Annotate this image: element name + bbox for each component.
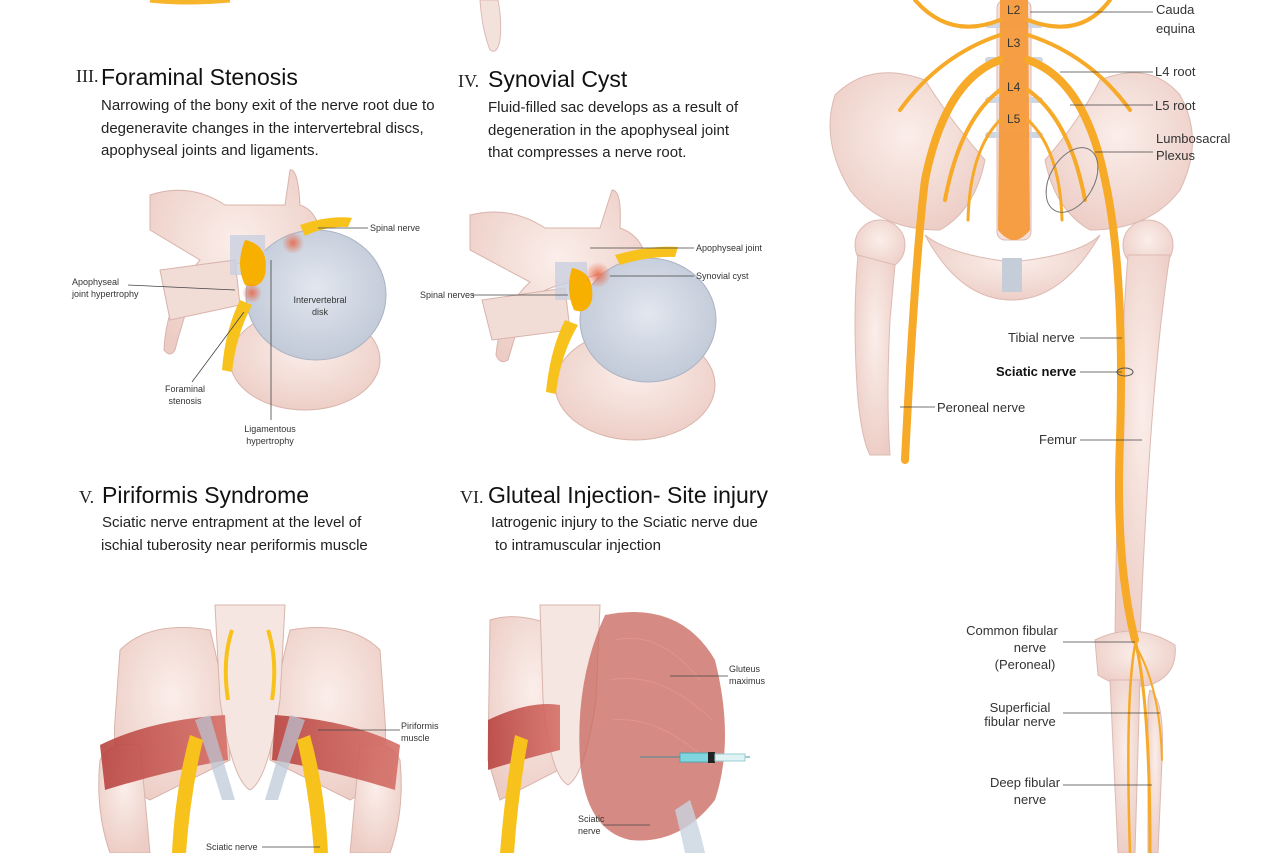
label-line: Foraminal bbox=[164, 384, 205, 394]
section-title: Foraminal Stenosis bbox=[101, 64, 298, 90]
label-peroneal-nerve: Peroneal nerve bbox=[937, 400, 1026, 415]
label-femur: Femur bbox=[1039, 432, 1077, 447]
label-line: Superficial bbox=[989, 700, 1051, 715]
label-line: maximus bbox=[729, 676, 766, 686]
label-deep-fibular-nerve: Deep fibular nerve bbox=[980, 774, 1070, 808]
label-line: Piriformis bbox=[401, 721, 439, 731]
label-spinal-nerves: Spinal nerves bbox=[420, 290, 475, 300]
label-line: equina bbox=[1156, 21, 1196, 36]
label-line: muscle bbox=[401, 733, 430, 743]
label-line: Plexus bbox=[1156, 148, 1196, 163]
label-line: Intervertebral bbox=[293, 295, 347, 305]
description-line: Iatrogenic injury to the Sciatic nerve d… bbox=[491, 514, 758, 531]
label-synovial-cyst: Synovial cyst bbox=[696, 271, 749, 281]
top-stub-vertebra bbox=[479, 0, 502, 52]
description-line: apophyseal joints and ligaments. bbox=[101, 142, 319, 159]
label-line: Deep fibular bbox=[989, 775, 1061, 790]
foraminal-stenosis-diagram bbox=[149, 169, 387, 411]
label-l5: L5 bbox=[1007, 112, 1021, 126]
section-description: Narrowing of the bony exit of the nerve … bbox=[101, 95, 435, 163]
label-line: Lumbosacral bbox=[1156, 131, 1231, 146]
section-description: Sciatic nerve entrapment at the level of… bbox=[101, 512, 368, 557]
label-line: hypertrophy bbox=[246, 436, 294, 446]
description-line: Fluid-filled sac develops as a result of bbox=[488, 99, 739, 116]
synovial-cyst-diagram bbox=[469, 189, 717, 441]
label-common-fibular-nerve: Common fibular nerve (Peroneal) bbox=[957, 622, 1067, 673]
description-line: degeneration in the apophyseal joint bbox=[488, 121, 730, 139]
label-tibial-nerve: Tibial nerve bbox=[1008, 330, 1075, 345]
section-numeral: III. bbox=[76, 66, 99, 86]
label-gluteus-maximus: Gluteus maximus bbox=[729, 663, 765, 687]
label-superficial-fibular-nerve: Superficial fibular nerve bbox=[975, 701, 1065, 729]
label-line: fibular nerve bbox=[984, 714, 1056, 729]
syringe-icon bbox=[640, 752, 750, 763]
section-title: Gluteal Injection- Site injury bbox=[488, 482, 768, 508]
label-line: Ligamentous bbox=[244, 424, 296, 434]
lumbosacral-nerves bbox=[898, 0, 1163, 853]
piriformis-diagram bbox=[98, 604, 402, 853]
section-description: Iatrogenic injury to the Sciatic nerve d… bbox=[491, 512, 758, 557]
label-l4-root: L4 root bbox=[1155, 64, 1196, 79]
label-line: nerve bbox=[1013, 640, 1047, 655]
section-numeral: VI. bbox=[460, 487, 484, 507]
label-line: nerve bbox=[1013, 792, 1047, 807]
label-sciatic-nerve: Sciatic nerve bbox=[996, 364, 1077, 379]
label-l4: L4 bbox=[1007, 80, 1021, 94]
description-line: to intramuscular injection bbox=[495, 536, 661, 554]
label-lumbosacral-plexus: Lumbosacral Plexus bbox=[1156, 130, 1230, 164]
description-line: Sciatic nerve entrapment at the level of bbox=[102, 514, 362, 531]
gluteal-injection-diagram bbox=[487, 604, 750, 853]
label-sciatic-nerve: Sciatic nerve bbox=[578, 813, 605, 837]
description-line: degeneravite changes in the intervertebr… bbox=[101, 119, 424, 137]
label-line: Gluteus bbox=[729, 664, 761, 674]
description-line: ischial tuberosity near periformis muscl… bbox=[101, 536, 368, 554]
label-line: (Peroneal) bbox=[994, 657, 1056, 672]
label-piriformis-muscle: Piriformis muscle bbox=[401, 720, 439, 744]
label-l3: L3 bbox=[1007, 36, 1021, 50]
label-cauda-equina: Cauda equina bbox=[1156, 0, 1195, 38]
label-spinal-nerve: Spinal nerve bbox=[370, 223, 421, 233]
label-ligamentous-hypertrophy: Ligamentous hypertrophy bbox=[235, 423, 305, 447]
section-description: Fluid-filled sac develops as a result of… bbox=[488, 97, 738, 165]
label-line: joint hypertrophy bbox=[72, 289, 139, 299]
section-title: Synovial Cyst bbox=[488, 66, 628, 92]
leader-lines bbox=[127, 11, 1160, 848]
label-l2: L2 bbox=[1007, 3, 1021, 17]
label-line: Common fibular bbox=[966, 623, 1058, 638]
section-title: Piriformis Syndrome bbox=[102, 482, 310, 508]
section-numeral: V. bbox=[79, 487, 95, 507]
label-foraminal-stenosis: Foraminal stenosis bbox=[155, 383, 215, 407]
label-line: Sciatic bbox=[578, 814, 605, 824]
label-line: Cauda bbox=[1156, 2, 1195, 17]
label-intervertebral-disk: Intervertebral disk bbox=[285, 294, 355, 318]
label-l5-root: L5 root bbox=[1155, 98, 1196, 113]
description-line: that compresses a nerve root. bbox=[488, 144, 687, 161]
section-numeral: IV. bbox=[458, 71, 480, 91]
label-line: Apophyseal bbox=[72, 277, 120, 287]
top-stub-nerve bbox=[149, 0, 231, 5]
label-line: stenosis bbox=[168, 396, 202, 406]
label-line: nerve bbox=[578, 826, 601, 836]
label-apophyseal-joint: Apophyseal joint bbox=[696, 243, 763, 253]
label-line: disk bbox=[311, 307, 328, 317]
label-sciatic-nerve: Sciatic nerve bbox=[206, 842, 258, 852]
description-line: Narrowing of the bony exit of the nerve … bbox=[101, 97, 435, 114]
label-apophyseal-joint-hypertrophy: Apophyseal joint hypertrophy bbox=[72, 276, 139, 300]
